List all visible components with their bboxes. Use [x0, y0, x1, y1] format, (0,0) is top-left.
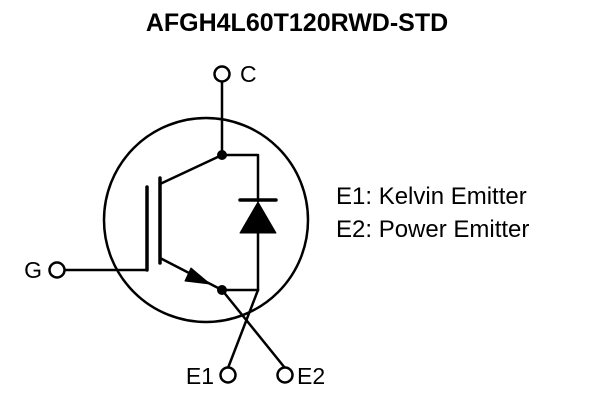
collector-junction-dot: [217, 150, 227, 160]
gate-terminal-label: G: [24, 257, 42, 283]
emitter-junction-dot: [217, 285, 227, 295]
freewheel-diode-symbol: [220, 153, 278, 292]
diode-anode-triangle-icon: [239, 201, 277, 234]
emitter2-wire: [220, 288, 287, 370]
legend-line-2: E2: Power Emitter: [336, 216, 529, 243]
package-outline-circle: [102, 116, 310, 324]
emitter1-terminal-circle: [219, 366, 237, 384]
part-number-title: AFGH4L60T120RWD-STD: [146, 9, 448, 37]
diode-upper-wire: [220, 153, 260, 203]
emitter2-terminal-label: E2: [297, 363, 325, 389]
emitter1-terminal: E1: [186, 363, 237, 389]
collector-terminal: C: [213, 61, 257, 87]
collector-terminal-circle: [213, 65, 231, 83]
legend-line-1: E1: Kelvin Emitter: [336, 183, 527, 210]
igbt-emitter-arrow-icon: [184, 267, 211, 285]
emitter2-terminal-circle: [276, 366, 294, 384]
igbt-collector-lead: [158, 153, 224, 186]
gate-terminal-circle: [48, 261, 66, 279]
emitter1-wire: [226, 288, 260, 370]
collector-terminal-label: C: [240, 61, 257, 87]
legend: E1: Kelvin Emitter E2: Power Emitter: [336, 183, 529, 243]
emitter1-terminal-label: E1: [186, 363, 214, 389]
emitter2-terminal: E2: [276, 363, 325, 389]
igbt-symbol: [145, 153, 224, 292]
gate-terminal: G: [24, 257, 66, 283]
